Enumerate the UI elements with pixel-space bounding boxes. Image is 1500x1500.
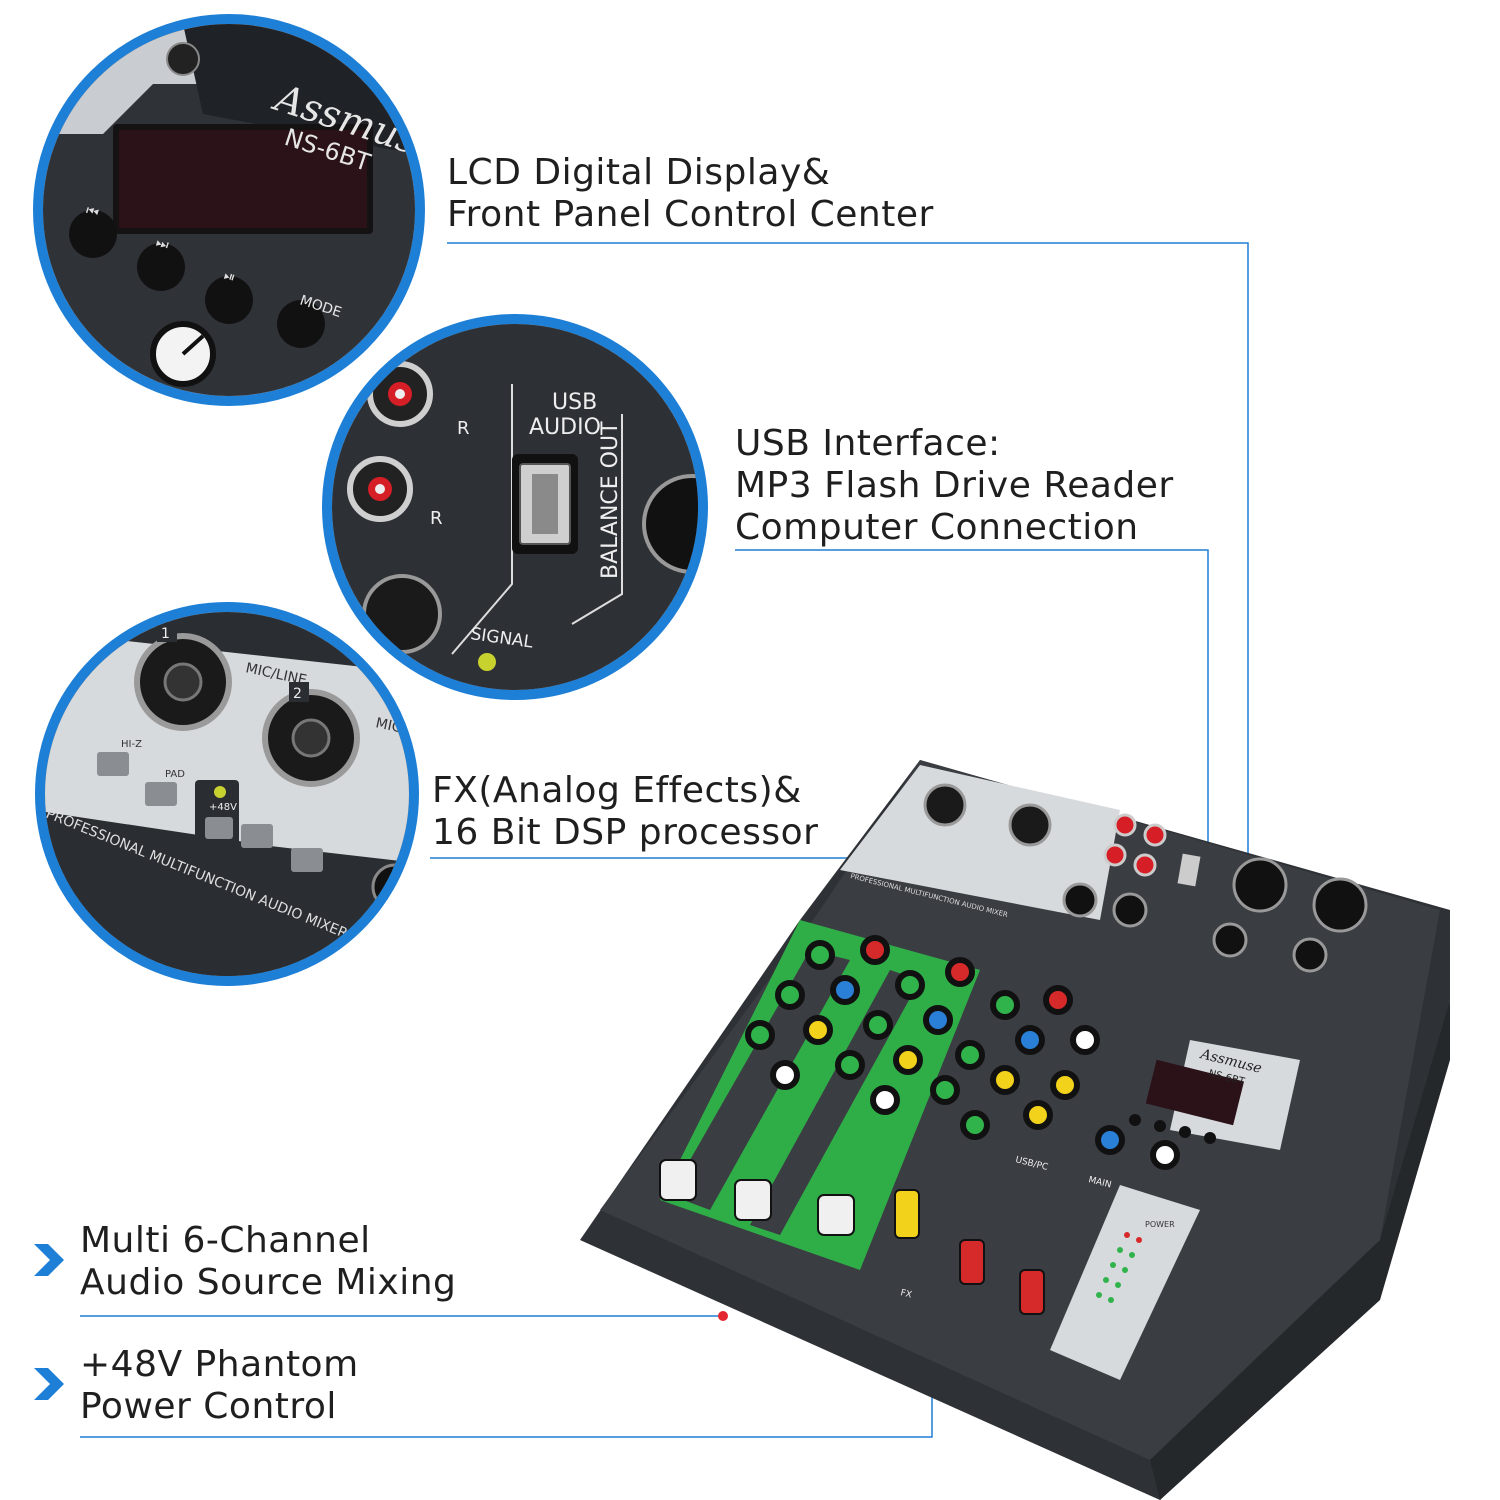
pad-button[interactable] xyxy=(145,782,177,806)
feature-line: +48V Phantom xyxy=(80,1344,359,1385)
feature-line: Front Panel Control Center xyxy=(447,194,934,235)
pad-button[interactable] xyxy=(291,848,323,872)
feature-phantom-text: +48V Phantom Power Control xyxy=(80,1344,359,1428)
callout-line-usb xyxy=(735,549,1209,862)
hiz-button[interactable] xyxy=(241,824,273,848)
chevron-right-icon xyxy=(34,1368,64,1400)
usb-fader[interactable] xyxy=(959,1239,985,1285)
callout-line-phantom xyxy=(80,1392,933,1438)
feature-fx-text: FX(Analog Effects)& 16 Bit DSP processor xyxy=(432,770,818,854)
pad-label: PAD xyxy=(165,769,185,780)
power-label: POWER xyxy=(1145,1220,1175,1229)
hiz-button[interactable] xyxy=(97,752,129,776)
chevron-right-icon xyxy=(34,1244,64,1276)
main-fader[interactable] xyxy=(1019,1269,1045,1315)
feature-line: Multi 6-Channel xyxy=(80,1220,371,1261)
channel-2-label: 2 xyxy=(293,686,302,702)
feature-line: FX(Analog Effects)& xyxy=(432,770,802,811)
channel-fader[interactable] xyxy=(734,1179,772,1221)
channel-r-label: R xyxy=(457,418,470,439)
zoom-input-panel: MIC/LINE MIC/LINE HI-Z PAD +48V PROFESSI… xyxy=(35,602,419,986)
channel-fader[interactable] xyxy=(817,1194,855,1236)
feature-line: Computer Connection xyxy=(735,507,1139,548)
channel-1-label: 1 xyxy=(161,626,170,642)
feature-line: LCD Digital Display& xyxy=(447,152,831,193)
svg-text:⏮: ⏮ xyxy=(84,203,101,222)
mixer-device: Assmuse NS-6BT POWER MAIN USB/PC FX xyxy=(580,760,1450,1500)
feature-line: Power Control xyxy=(80,1386,337,1427)
balance-out-label: BALANCE OUT xyxy=(598,421,623,579)
hiz-label: HI-Z xyxy=(121,739,142,750)
feature-line: Audio Source Mixing xyxy=(80,1262,457,1303)
callout-dot-channels xyxy=(718,1311,728,1321)
feature-channels-text: Multi 6-Channel Audio Source Mixing xyxy=(80,1220,456,1304)
phantom-label: +48V xyxy=(209,802,237,813)
feature-line: USB Interface: xyxy=(735,423,1001,464)
knob-grid xyxy=(745,935,1180,1170)
fader-group xyxy=(659,1159,1045,1315)
feature-display-text: LCD Digital Display& Front Panel Control… xyxy=(447,152,934,236)
channel-fader[interactable] xyxy=(659,1159,697,1201)
audio-label: AUDIO xyxy=(529,415,601,440)
feature-line: 16 Bit DSP processor xyxy=(432,812,819,853)
zoom-lcd-panel: Assmuse NS-6BT MODE ⏮ ⏭ ⏯ xyxy=(33,14,425,406)
usb-label: USB xyxy=(552,390,597,415)
svg-text:⏭: ⏭ xyxy=(154,235,171,254)
fx-fader[interactable] xyxy=(894,1189,920,1239)
svg-text:⏯: ⏯ xyxy=(222,268,238,287)
feature-line: MP3 Flash Drive Reader xyxy=(735,465,1174,506)
callout-line-display xyxy=(447,242,1249,985)
fx-label: FX xyxy=(899,1288,912,1300)
phantom-button[interactable] xyxy=(205,817,233,839)
channel-r-label: R xyxy=(430,508,443,529)
feature-usb-text: USB Interface: MP3 Flash Drive Reader Co… xyxy=(735,423,1174,549)
